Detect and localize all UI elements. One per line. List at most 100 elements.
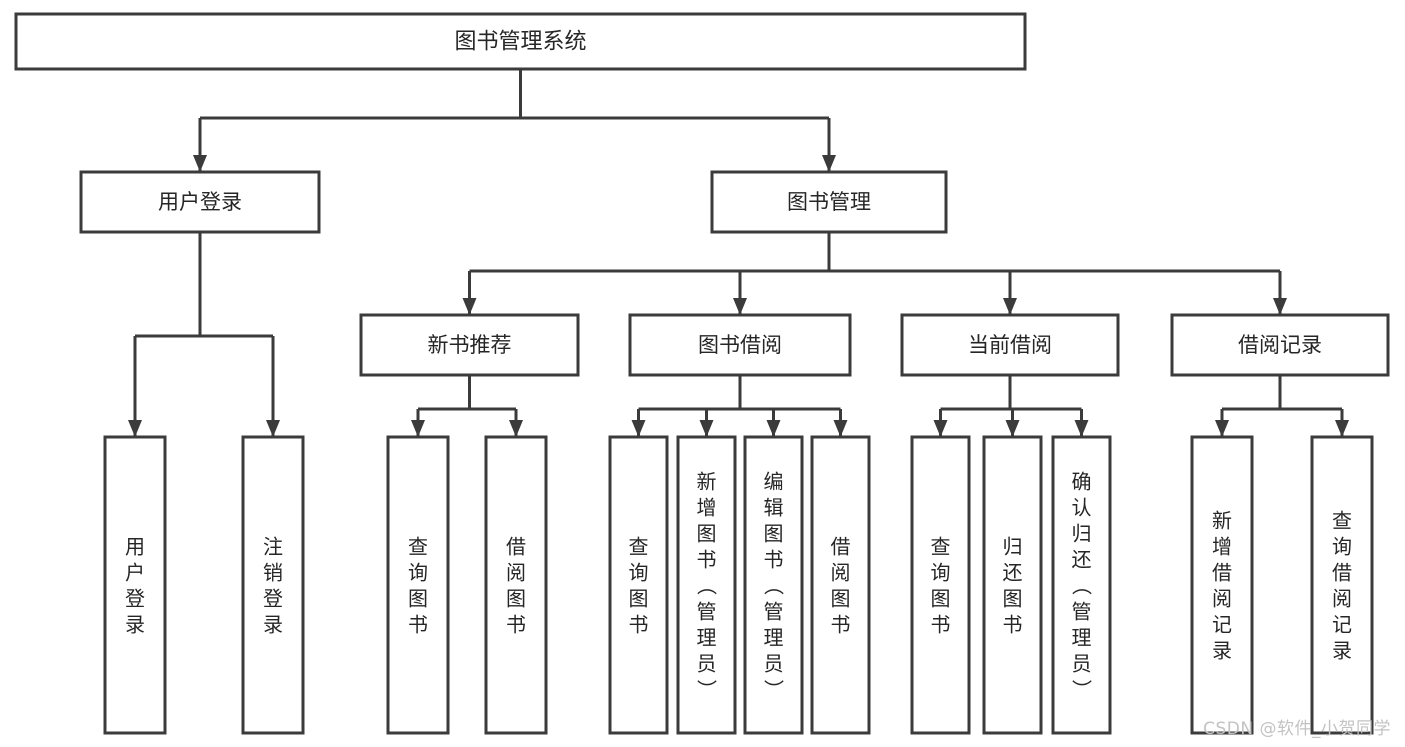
arrowhead-icon bbox=[733, 298, 747, 315]
node-label-leaf-rec-query2-char-5: 录 bbox=[1332, 638, 1352, 662]
node-label-leaf-user-logout-char-0: 注 bbox=[263, 534, 283, 558]
node-label-leaf-borrow-edit-char-0: 编 bbox=[764, 469, 784, 493]
node-label-leaf-cur-query-char-2: 图 bbox=[931, 586, 951, 610]
node-label-leaf-borrow-add-char-4: （ bbox=[695, 575, 719, 595]
node-label-leaf-rec-query2-char-0: 查 bbox=[1332, 508, 1352, 532]
arrowhead-icon bbox=[933, 420, 948, 437]
node-label-leaf-cur-query-char-1: 询 bbox=[931, 560, 951, 584]
node-book-manage[interactable]: 图书管理 bbox=[710, 170, 948, 234]
node-label-leaf-rec-query2-char-4: 记 bbox=[1332, 612, 1352, 636]
arrowhead-icon bbox=[631, 420, 646, 437]
node-new-book-rec[interactable]: 新书推荐 bbox=[359, 313, 580, 377]
node-label-leaf-rec-query2-char-3: 阅 bbox=[1332, 586, 1352, 610]
arrowhead-icon bbox=[1003, 298, 1017, 315]
node-label-leaf-rec-add-char-3: 阅 bbox=[1212, 586, 1232, 610]
node-label-leaf-borrow-add-char-0: 新 bbox=[697, 469, 717, 493]
node-label-leaf-borrow-add-char-6: 理 bbox=[697, 625, 717, 649]
node-label-leaf-borrow-add-char-8: ） bbox=[695, 679, 719, 699]
node-label-user-login: 用户登录 bbox=[158, 190, 242, 214]
node-label-leaf-cur-confirm-char-5: 管 bbox=[1072, 599, 1092, 623]
node-box-leaf-borrow-query bbox=[608, 435, 669, 735]
node-label-leaf-rec-add-char-1: 增 bbox=[1212, 534, 1232, 558]
node-label-leaf-cur-return-char-1: 还 bbox=[1003, 560, 1023, 584]
node-label-leaf-cur-query-char-3: 书 bbox=[931, 612, 951, 636]
node-label-book-manage: 图书管理 bbox=[787, 190, 871, 214]
arrowhead-icon bbox=[411, 420, 425, 437]
node-label-leaf-cur-confirm-char-0: 确 bbox=[1072, 469, 1092, 493]
node-label-leaf-rec-add-char-4: 记 bbox=[1212, 612, 1232, 636]
arrowhead-icon bbox=[699, 420, 714, 437]
arrowhead-icon bbox=[1335, 420, 1349, 437]
node-label-leaf-rec-add-char-5: 录 bbox=[1212, 638, 1232, 662]
arrowhead-icon bbox=[766, 420, 781, 437]
node-label-leaf-cur-return-char-0: 归 bbox=[1003, 534, 1023, 558]
node-label-leaf-borrow-lend-char-0: 借 bbox=[831, 534, 851, 558]
node-label-leaf-user-logout-char-1: 销 bbox=[263, 560, 283, 584]
node-label-borrow-record: 借阅记录 bbox=[1238, 333, 1322, 357]
node-label-leaf-borrow-query-char-1: 询 bbox=[629, 560, 649, 584]
node-user-login[interactable]: 用户登录 bbox=[79, 170, 321, 234]
node-label-leaf-borrow-edit-char-1: 辑 bbox=[764, 495, 784, 519]
arrowhead-icon bbox=[1005, 420, 1020, 437]
node-current-borrow[interactable]: 当前借阅 bbox=[900, 313, 1120, 377]
node-label-leaf-borrow-edit-char-8: ） bbox=[762, 679, 786, 699]
node-label-leaf-borrow-add-char-1: 增 bbox=[697, 495, 717, 519]
node-box-leaf-rec-borrow bbox=[484, 435, 548, 735]
node-label-leaf-borrow-edit-char-4: （ bbox=[762, 575, 786, 595]
node-label-leaf-rec-borrow-char-3: 书 bbox=[506, 612, 526, 636]
node-label-leaf-user-login-char-0: 用 bbox=[125, 534, 145, 558]
node-layer: 图书管理系统用户登录图书管理新书推荐图书借阅当前借阅借阅记录用户登录注销登录查询… bbox=[14, 12, 1390, 735]
node-label-leaf-cur-confirm-char-7: 员 bbox=[1072, 651, 1092, 675]
csdn-watermark: CSDN @软件_小贺同学 bbox=[1203, 719, 1391, 739]
node-book-borrow[interactable]: 图书借阅 bbox=[628, 313, 852, 377]
node-box-leaf-borrow-add bbox=[676, 435, 737, 735]
node-root[interactable]: 图书管理系统 bbox=[14, 12, 1027, 71]
node-box-leaf-borrow-edit bbox=[743, 435, 804, 735]
node-label-leaf-cur-confirm-char-3: 还 bbox=[1072, 547, 1092, 571]
arrowhead-icon bbox=[509, 420, 523, 437]
node-box-leaf-rec-query bbox=[386, 435, 450, 735]
node-box-leaf-borrow-lend bbox=[810, 435, 871, 735]
node-label-leaf-borrow-add-char-2: 图 bbox=[697, 521, 717, 545]
node-leaf-user-login[interactable]: 用户登录 bbox=[103, 435, 167, 735]
node-label-leaf-borrow-query-char-0: 查 bbox=[629, 534, 649, 558]
arrowhead-icon bbox=[1273, 298, 1287, 315]
node-label-leaf-rec-query2-char-1: 询 bbox=[1332, 534, 1352, 558]
node-label-new-book-rec: 新书推荐 bbox=[428, 333, 512, 357]
node-label-leaf-borrow-lend-char-3: 书 bbox=[831, 612, 851, 636]
node-label-root: 图书管理系统 bbox=[454, 30, 586, 55]
node-box-leaf-cur-query bbox=[910, 435, 971, 735]
node-label-leaf-rec-query-char-1: 询 bbox=[408, 560, 428, 584]
node-label-leaf-borrow-add-char-7: 员 bbox=[697, 651, 717, 675]
node-label-leaf-borrow-edit-char-5: 管 bbox=[764, 599, 784, 623]
node-label-leaf-borrow-edit-char-6: 理 bbox=[764, 625, 784, 649]
node-label-leaf-rec-borrow-char-2: 图 bbox=[506, 586, 526, 610]
node-label-leaf-cur-confirm-char-8: ） bbox=[1070, 679, 1094, 699]
node-label-leaf-cur-query-char-0: 查 bbox=[931, 534, 951, 558]
node-label-leaf-borrow-lend-char-2: 图 bbox=[831, 586, 851, 610]
node-label-leaf-rec-add-char-0: 新 bbox=[1212, 508, 1232, 532]
arrowhead-icon bbox=[462, 298, 477, 315]
node-label-leaf-rec-query-char-0: 查 bbox=[408, 534, 428, 558]
node-label-leaf-cur-return-char-2: 图 bbox=[1003, 586, 1023, 610]
node-label-leaf-borrow-query-char-3: 书 bbox=[629, 612, 649, 636]
arrowhead-icon bbox=[1074, 420, 1089, 437]
node-borrow-record[interactable]: 借阅记录 bbox=[1170, 313, 1390, 377]
node-box-book-borrow bbox=[628, 313, 852, 377]
node-box-current-borrow bbox=[900, 313, 1120, 377]
node-box-leaf-rec-add bbox=[1190, 435, 1254, 735]
